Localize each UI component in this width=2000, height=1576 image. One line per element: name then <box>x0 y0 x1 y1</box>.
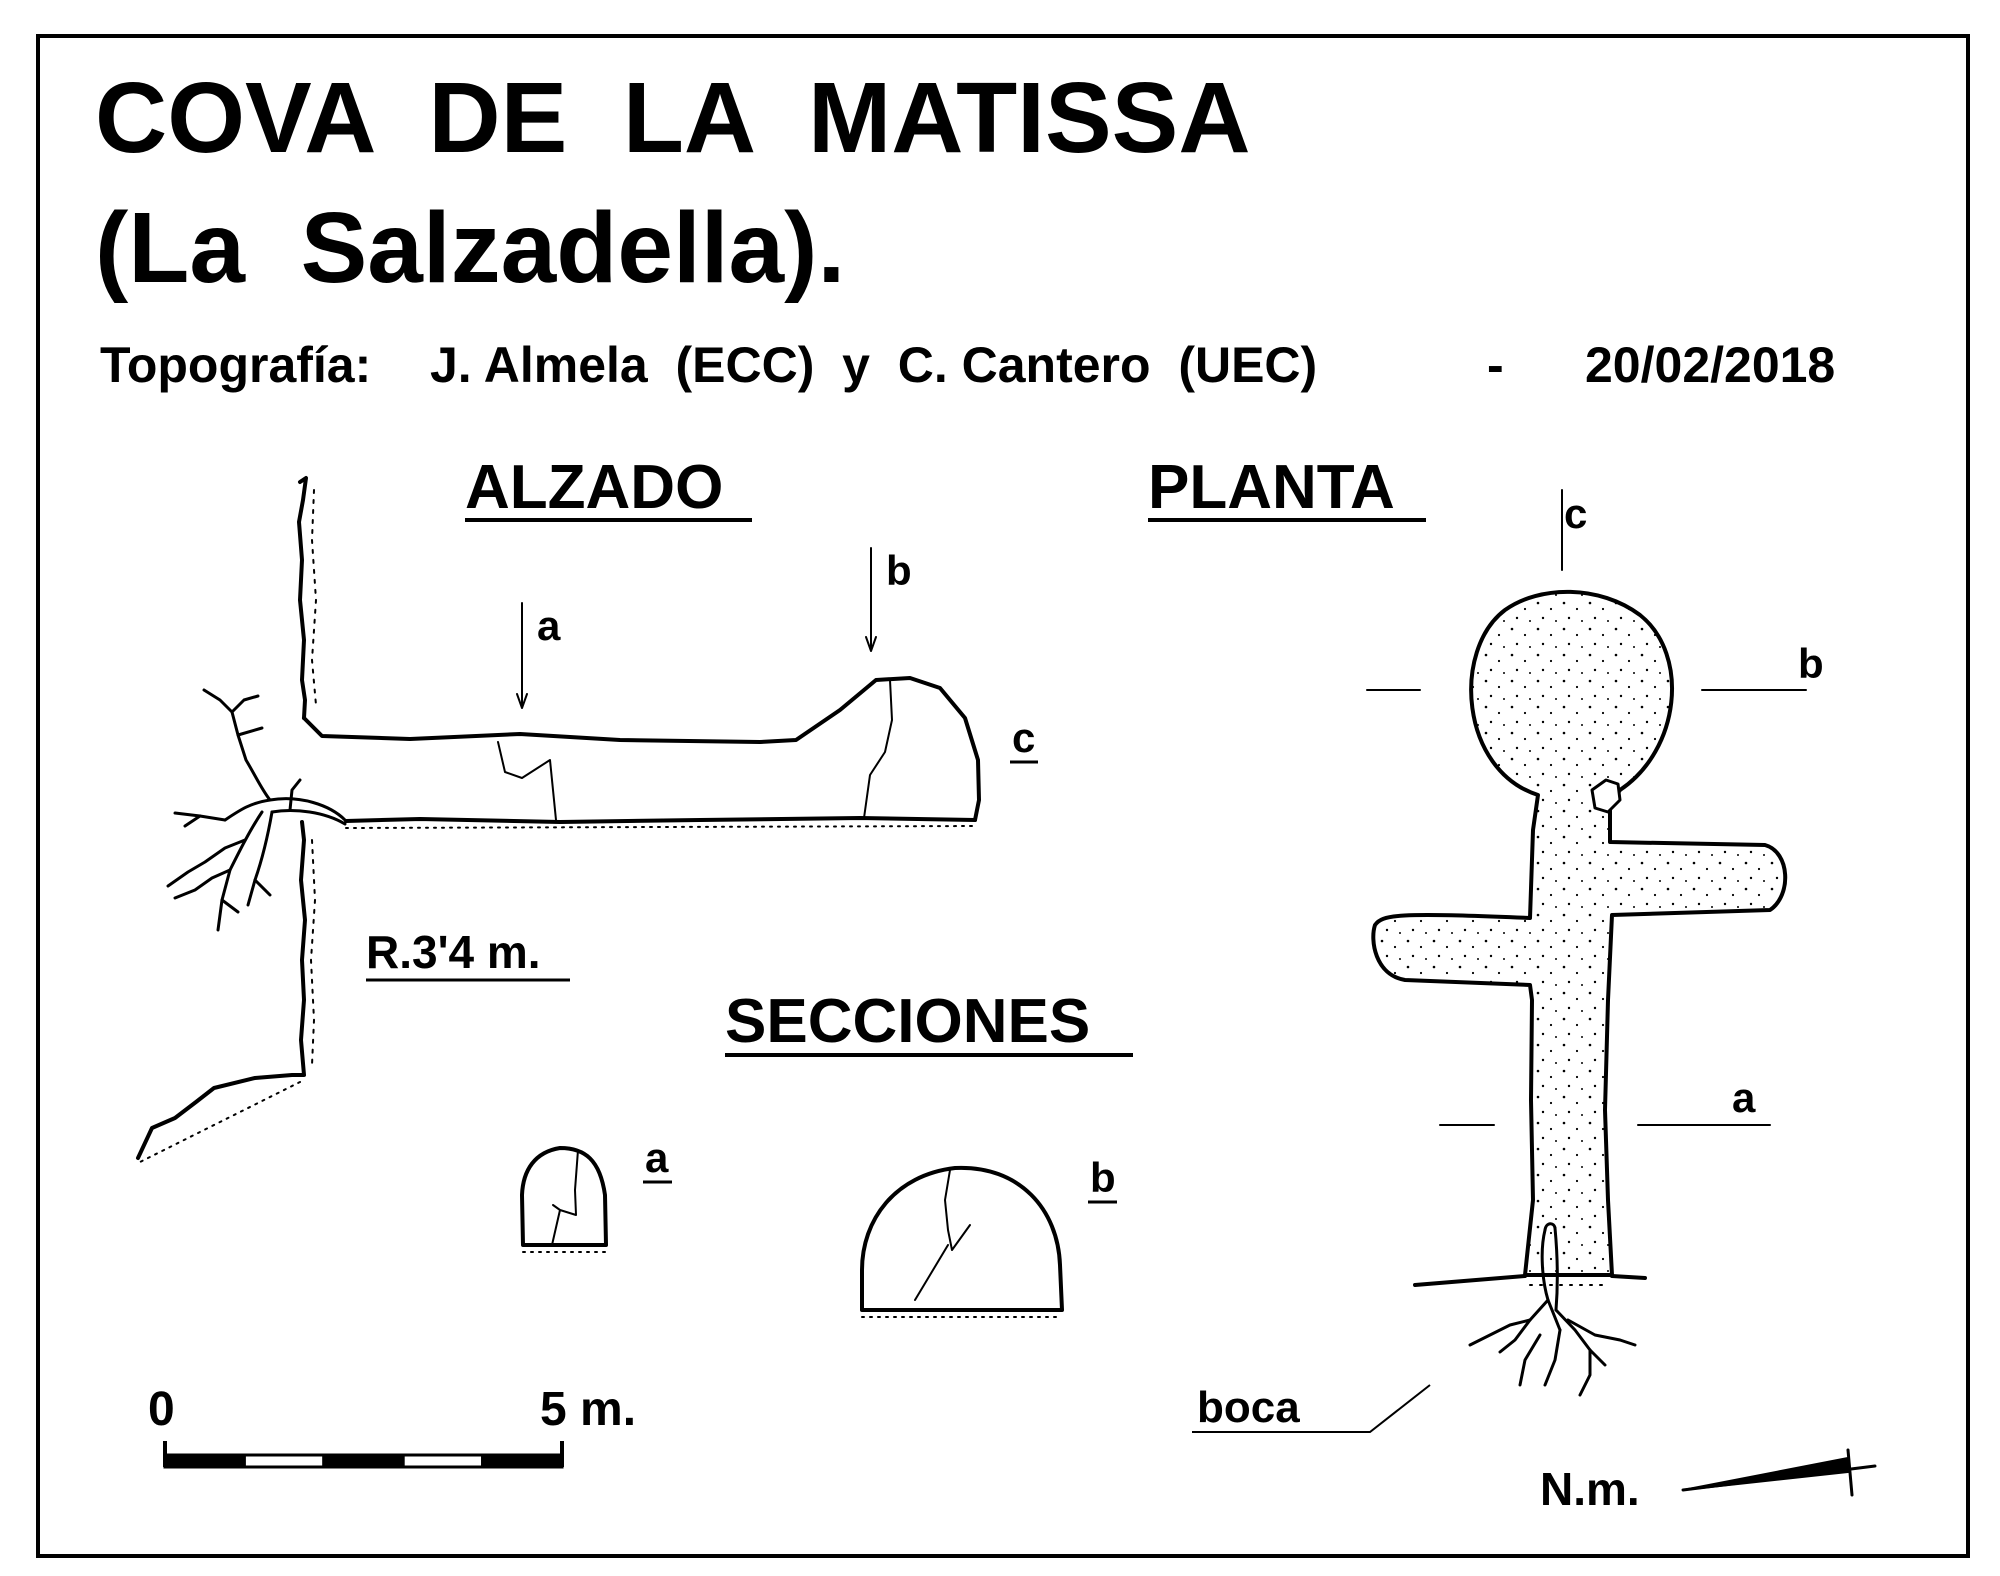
shaft-rubble-upper <box>311 489 317 706</box>
credits-authors: J. Almela (ECC) y C. Cantero (UEC) <box>430 337 1317 393</box>
section-a-label: a <box>645 1134 669 1181</box>
alzado-elevation <box>136 476 981 1163</box>
scale-segment <box>242 1453 326 1469</box>
credits-separator: - <box>1487 337 1504 393</box>
section-a <box>520 1146 608 1253</box>
depth-label: R.3'4 m. <box>366 926 541 978</box>
shaft-upper-wall <box>297 476 308 720</box>
section-b-label: b <box>1090 1154 1116 1201</box>
scale-zero-label: 0 <box>148 1383 175 1436</box>
alzado-roots-icon <box>166 688 347 932</box>
section-a-outline <box>520 1146 608 1247</box>
scale-segment <box>322 1453 405 1469</box>
entrance-label: boca <box>1197 1383 1300 1432</box>
planta-entrance-ledge <box>1413 1274 1647 1287</box>
section-b-outline <box>860 1165 1064 1312</box>
survey-date: 20/02/2018 <box>1585 337 1835 393</box>
section-a-crack <box>551 1149 579 1246</box>
alzado-ceiling <box>302 676 981 822</box>
title-line-2: (La Salzadella). <box>95 192 845 304</box>
scale-segment <box>163 1453 246 1469</box>
secciones-heading: SECCIONES <box>725 987 1090 1056</box>
title-line-1: COVA DE LA MATISSA <box>95 62 1251 174</box>
north-arrow-shaft <box>1681 1464 1877 1492</box>
alzado-label-a: a <box>537 602 561 649</box>
alzado-crack-left <box>497 741 557 821</box>
alzado-crack-right <box>863 679 893 819</box>
alzado-floor-stipple <box>345 825 976 829</box>
alzado-heading: ALZADO <box>465 453 723 522</box>
planta-label-a: a <box>1732 1074 1756 1121</box>
planta-label-c: c <box>1564 490 1587 537</box>
north-arrow-icon <box>1681 1448 1877 1497</box>
planta-heading: PLANTA <box>1148 453 1395 522</box>
section-b <box>860 1165 1064 1318</box>
planta-boulder <box>1590 778 1622 814</box>
scale-max-label: 5 m. <box>540 1383 636 1436</box>
north-arrow-tick <box>1846 1448 1854 1497</box>
scale-bar <box>163 1441 564 1469</box>
entrance-leader-line <box>1192 1384 1431 1433</box>
north-arrow-wedge <box>1682 1456 1849 1491</box>
section-b-crack <box>914 1169 971 1301</box>
alzado-label-b: b <box>886 547 912 594</box>
credits-label: Topografía: <box>100 337 371 393</box>
planta-outline <box>1371 589 1788 1277</box>
shaft-rubble-lower <box>310 839 316 1066</box>
alzado-floor <box>344 816 977 824</box>
planta-roots-icon <box>1468 1222 1637 1397</box>
planta-label-b: b <box>1798 640 1824 687</box>
scale-segment <box>401 1453 485 1469</box>
alzado-label-c: c <box>1012 714 1035 761</box>
frame-border <box>36 34 1970 1558</box>
planta-plan <box>1366 489 1807 1397</box>
alzado-marker-a-arrow <box>516 693 528 709</box>
alzado-marker-b-arrow <box>865 636 877 652</box>
shaft-lower-wall <box>136 820 307 1160</box>
shaft-floor-stipple <box>139 1081 301 1163</box>
scale-segment <box>481 1453 564 1469</box>
north-label: N.m. <box>1540 1463 1640 1515</box>
